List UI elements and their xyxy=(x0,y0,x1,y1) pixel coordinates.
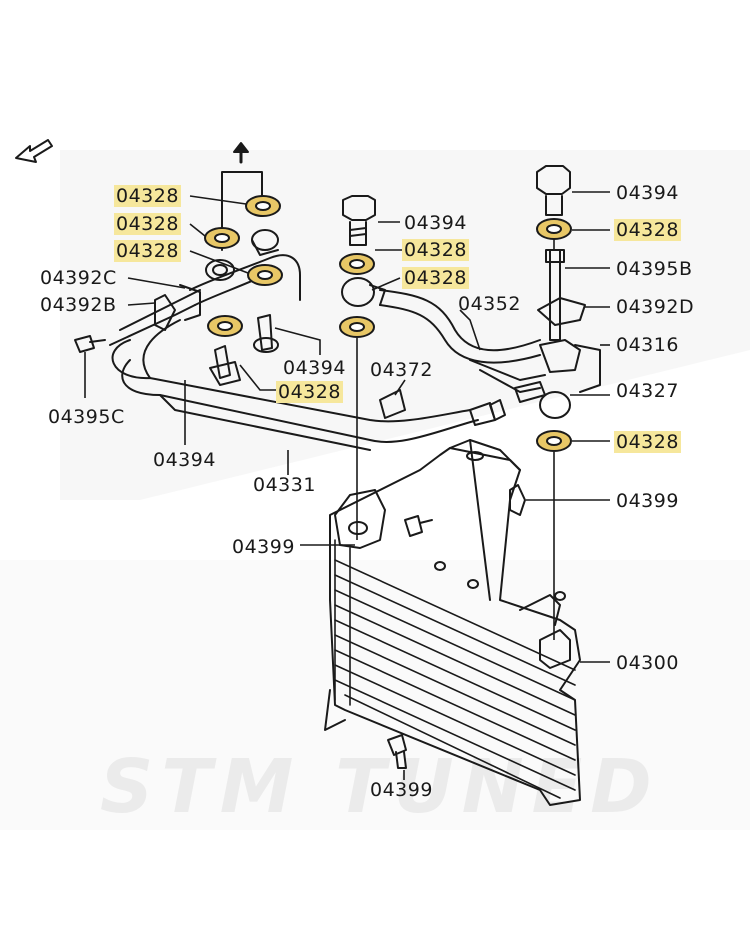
up-arrow-icon xyxy=(221,142,263,251)
bolt-04394-lower xyxy=(209,345,241,386)
label-04328-f: 04328 xyxy=(402,267,469,289)
label-04372: 04372 xyxy=(370,359,433,381)
washer-04328-e xyxy=(339,316,375,338)
washer-04328-c xyxy=(247,264,283,286)
bolt-04394-right xyxy=(536,165,571,216)
label-04328-e: 04328 xyxy=(402,239,469,261)
label-04394-a: 04394 xyxy=(283,357,346,379)
clip-04372 xyxy=(379,389,406,419)
bolt-04399-right xyxy=(509,484,526,516)
bracket-04392d xyxy=(537,297,586,326)
label-04328-h: 04328 xyxy=(614,431,681,453)
label-04327: 04327 xyxy=(616,380,679,402)
eye-fitting-left xyxy=(205,259,235,281)
bolt-04399-bottom xyxy=(387,734,407,769)
label-04394-b: 04394 xyxy=(153,449,216,471)
label-04328-c: 04328 xyxy=(114,240,181,262)
label-04352: 04352 xyxy=(458,293,521,315)
washer-04328-a xyxy=(245,195,281,217)
oil-cooler xyxy=(324,439,581,806)
bolt-04394-center xyxy=(342,195,376,246)
washer-04328-b xyxy=(204,227,240,249)
bolt-04399-center xyxy=(404,515,433,537)
label-04392d: 04392D xyxy=(616,296,695,318)
front-arrow-icon xyxy=(15,139,53,163)
label-04395c: 04395C xyxy=(48,406,125,428)
union-04316 xyxy=(539,339,601,393)
washers xyxy=(204,195,572,452)
label-04331: 04331 xyxy=(253,474,316,496)
watermark-text: STM TUNED xyxy=(100,744,660,830)
label-04328-b: 04328 xyxy=(114,213,181,235)
washer-04328-g xyxy=(536,218,572,240)
label-04392b: 04392B xyxy=(40,294,117,316)
label-04300: 04300 xyxy=(616,652,679,674)
label-04392c: 04392C xyxy=(40,267,117,289)
label-04399-b: 04399 xyxy=(616,490,679,512)
leader-lines xyxy=(84,191,610,780)
bolt-04395c xyxy=(74,335,106,353)
label-04399-a: 04399 xyxy=(232,536,295,558)
eye-fitting-upper xyxy=(251,229,279,256)
label-04328-a: 04328 xyxy=(114,185,181,207)
eye-fitting-center xyxy=(341,277,386,307)
label-04395b: 04395B xyxy=(616,258,693,280)
label-04316: 04316 xyxy=(616,334,679,356)
label-04394-d: 04394 xyxy=(616,182,679,204)
hose-04352 xyxy=(379,289,546,426)
washer-04328-f xyxy=(207,315,243,337)
label-04328-g: 04328 xyxy=(614,219,681,241)
washer-04328-d xyxy=(339,253,375,275)
label-04399-c: 04399 xyxy=(370,779,433,801)
label-04394-c: 04394 xyxy=(404,212,467,234)
label-04328-d: 04328 xyxy=(276,381,343,403)
bolt-04394-mid xyxy=(253,314,279,353)
hose-04331 xyxy=(111,319,479,451)
eye-fitting-right xyxy=(539,391,571,419)
washer-04328-h xyxy=(536,430,572,452)
